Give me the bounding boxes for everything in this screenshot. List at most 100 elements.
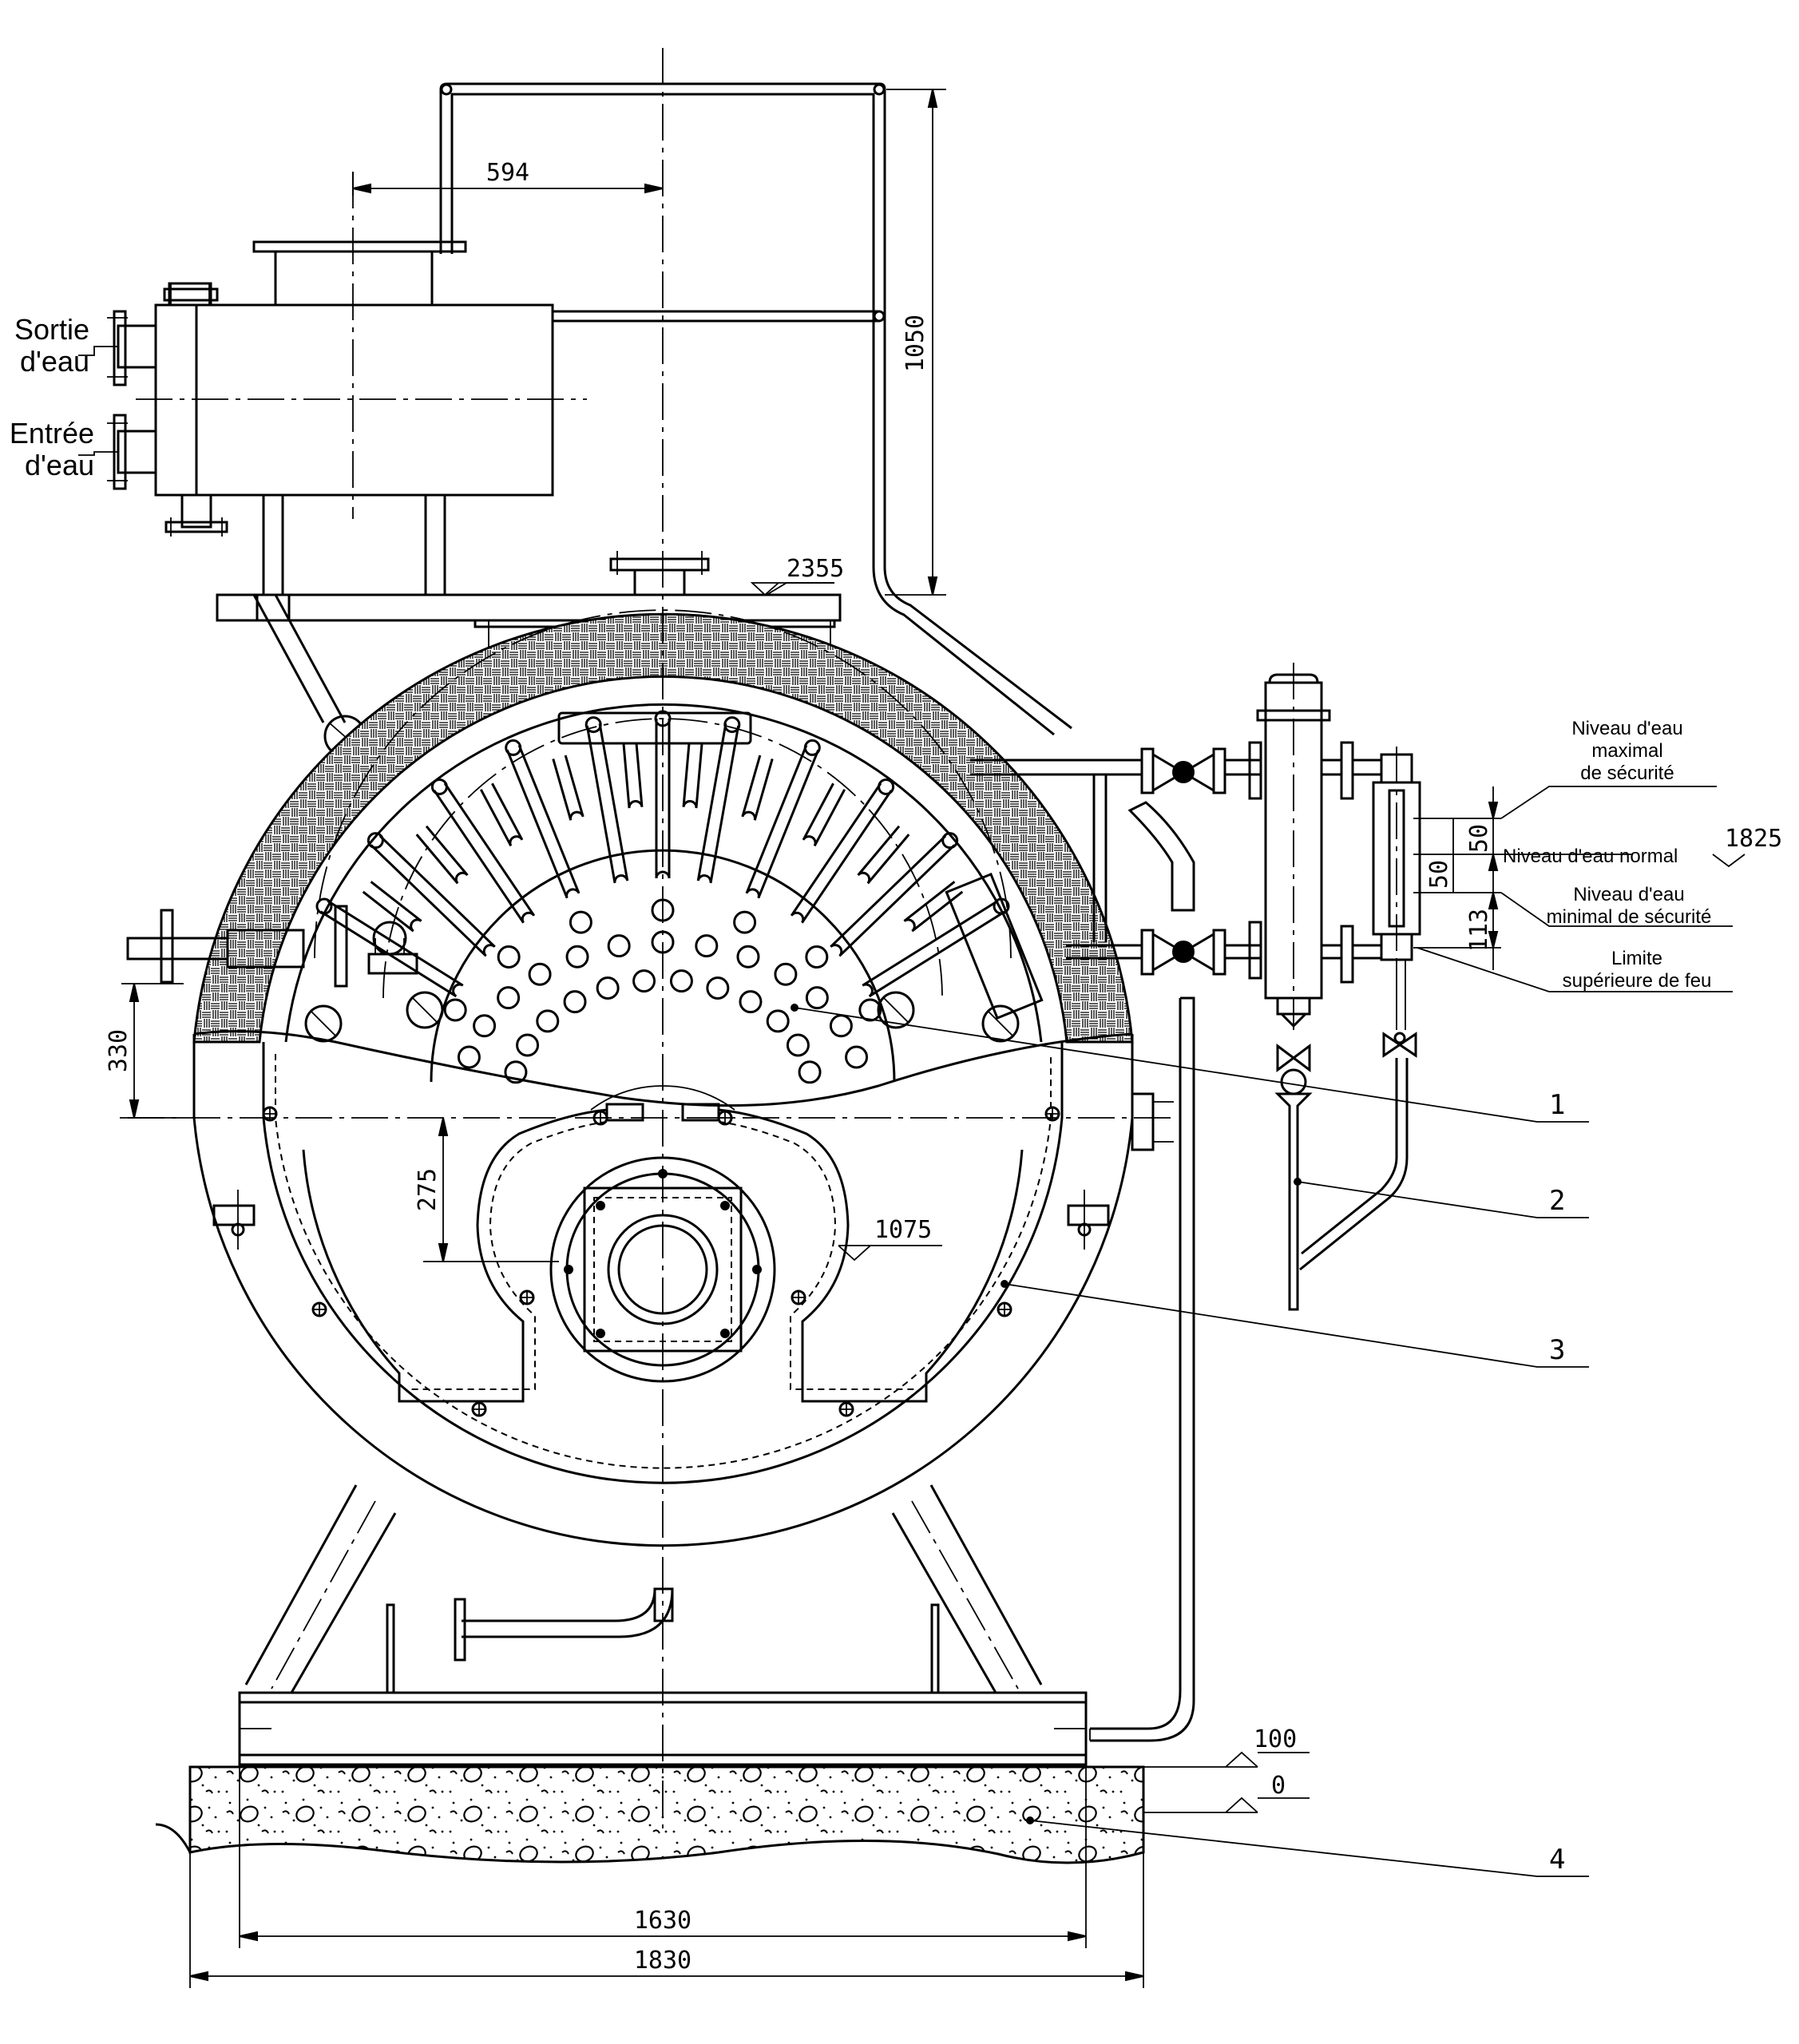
fire-tube-hole bbox=[845, 1045, 869, 1069]
side-brackets bbox=[212, 1092, 1174, 1250]
water-tubes bbox=[315, 710, 1010, 998]
short-tube bbox=[415, 825, 469, 885]
short-tube bbox=[802, 782, 846, 847]
water-tube bbox=[319, 899, 464, 998]
fire-tube-hole bbox=[497, 986, 521, 1010]
fire-tube-hole bbox=[632, 969, 656, 993]
fire-tube-hole bbox=[798, 1060, 822, 1084]
fire-tube-hole bbox=[766, 1009, 790, 1033]
max-level-label-1: Niveau d'eau bbox=[1571, 718, 1682, 739]
concrete-foundation bbox=[155, 1765, 1145, 1864]
fire-limit-label-1: Limite bbox=[1611, 948, 1662, 969]
water-inlet-label-2: d'eau bbox=[25, 449, 94, 481]
water-tube bbox=[505, 744, 581, 899]
fire-tube-hole bbox=[596, 976, 620, 1000]
fire-tube-hole bbox=[497, 945, 521, 969]
tube-end bbox=[315, 897, 333, 915]
text-labels: Sortie d'eau Entrée d'eau Niveau d'eau m… bbox=[10, 159, 1782, 1975]
tube-end bbox=[878, 778, 895, 795]
bolt bbox=[838, 1401, 854, 1417]
fire-tube-hole bbox=[516, 1033, 540, 1057]
min-level-label-2: minimal de sécurité bbox=[1547, 906, 1712, 928]
short-tube bbox=[479, 782, 524, 847]
water-tube bbox=[585, 723, 629, 884]
tube-end bbox=[723, 716, 741, 734]
water-tube bbox=[655, 719, 671, 879]
fire-tube-hole bbox=[563, 990, 587, 1014]
fire-tube-hole bbox=[607, 934, 631, 958]
fire-tube-hole bbox=[565, 945, 589, 969]
water-tube bbox=[370, 834, 496, 957]
max-level-label-3: de sécurité bbox=[1580, 763, 1674, 784]
dimension-lines bbox=[120, 89, 1746, 1988]
short-tube bbox=[552, 755, 584, 821]
short-tube bbox=[682, 743, 703, 809]
dim-1050: 1050 bbox=[901, 315, 929, 372]
tube-end bbox=[367, 832, 384, 850]
tube-end bbox=[505, 739, 522, 756]
fire-tube-hole bbox=[528, 962, 552, 986]
fire-tube-hole bbox=[736, 945, 760, 969]
bolt bbox=[519, 1289, 535, 1305]
short-tube bbox=[903, 881, 964, 933]
center-lines bbox=[128, 48, 1174, 1828]
dim-1825: 1825 bbox=[1725, 825, 1782, 853]
water-tube bbox=[433, 782, 536, 924]
bolt bbox=[791, 1289, 806, 1305]
fire-tube-hole bbox=[786, 1033, 810, 1057]
dim-100: 100 bbox=[1254, 1725, 1297, 1753]
fire-tube-hole bbox=[739, 990, 763, 1014]
header-supports bbox=[252, 493, 446, 758]
drain-line bbox=[1089, 996, 1195, 1742]
fire-tube-hole bbox=[733, 910, 757, 934]
max-level-label-2: maximal bbox=[1591, 740, 1662, 762]
fire-tube-hole bbox=[669, 969, 693, 993]
callout-2: 2 bbox=[1549, 1185, 1565, 1217]
dim-50-upper: 50 bbox=[1465, 824, 1493, 853]
tube-end bbox=[941, 832, 959, 850]
water-inlet-label-1: Entrée bbox=[10, 417, 94, 450]
dim-1830: 1830 bbox=[634, 1947, 691, 1975]
short-tube bbox=[622, 743, 644, 809]
callout-3: 3 bbox=[1549, 1334, 1565, 1366]
water-tube bbox=[790, 782, 893, 924]
short-tube bbox=[857, 825, 910, 885]
fire-tube-hole bbox=[473, 1014, 497, 1038]
fire-tube-hole bbox=[569, 910, 592, 934]
water-tube bbox=[830, 834, 956, 957]
normal-level-label: Niveau d'eau normal bbox=[1503, 846, 1678, 867]
riser-frame bbox=[439, 82, 1072, 736]
tube-end bbox=[430, 778, 448, 795]
bolt bbox=[471, 1401, 487, 1417]
water-tube bbox=[745, 744, 820, 899]
fire-tube-hole bbox=[858, 998, 882, 1022]
tube-end bbox=[584, 716, 602, 734]
water-outlet-label-1: Sortie bbox=[14, 313, 89, 346]
fire-tube-hole bbox=[695, 934, 719, 958]
bolt bbox=[311, 1301, 327, 1317]
dim-330: 330 bbox=[105, 1029, 133, 1072]
fire-tube-hole bbox=[504, 1060, 528, 1084]
dim-1630: 1630 bbox=[634, 1907, 691, 1935]
fire-tube-hole bbox=[774, 962, 798, 986]
min-level-label-1: Niveau d'eau bbox=[1573, 884, 1684, 905]
right-piping bbox=[970, 663, 1421, 1311]
inspection-ports bbox=[304, 872, 1044, 1043]
fire-tube-hole bbox=[443, 998, 467, 1022]
dim-2355: 2355 bbox=[787, 555, 844, 583]
short-tube bbox=[741, 755, 774, 821]
fire-tube-hole bbox=[457, 1045, 481, 1069]
dim-275: 275 bbox=[414, 1168, 442, 1211]
fire-tube-hole bbox=[805, 945, 829, 969]
dim-0: 0 bbox=[1271, 1772, 1286, 1800]
left-nozzle bbox=[126, 905, 418, 988]
short-tube bbox=[362, 881, 422, 933]
callout-4: 4 bbox=[1549, 1844, 1565, 1876]
fire-tube-hole bbox=[805, 986, 829, 1010]
bolt bbox=[997, 1301, 1012, 1317]
fire-tube-hole bbox=[706, 976, 730, 1000]
fire-tube-hole bbox=[536, 1009, 560, 1033]
support-legs bbox=[244, 1484, 1043, 1694]
dim-113: 113 bbox=[1465, 909, 1493, 952]
